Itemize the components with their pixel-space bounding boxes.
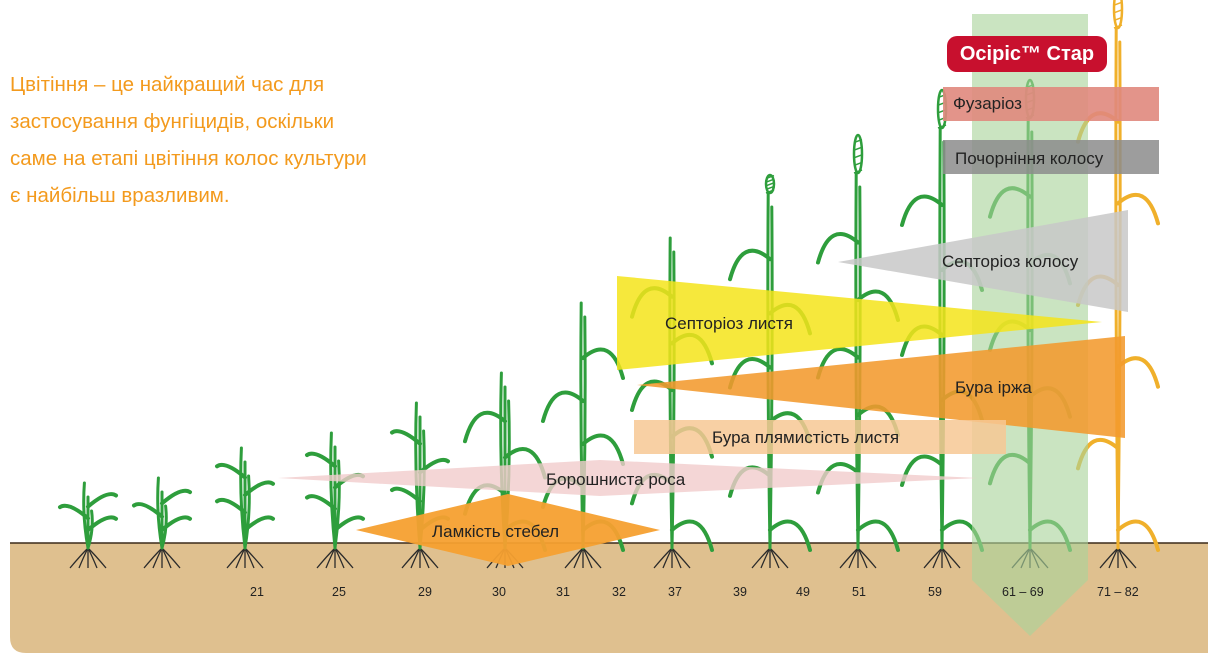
leaf-septoria-wedge [617,276,1102,370]
stage-label: 59 [928,585,942,599]
stage-label: 37 [668,585,682,599]
fusarium-label: Фузаріоз [953,94,1022,113]
stage-label: 21 [250,585,264,599]
headline-line-4: є найбільш вразливим. [10,184,230,207]
stage-label: 49 [796,585,810,599]
brown-rust-label: Бура іржа [955,378,1032,397]
brown-rust-wedge [637,336,1125,438]
stage-label: 31 [556,585,570,599]
ear-blackening-label: Почорніння колосу [955,149,1104,168]
headline-line-3: саме на етапі цвітіння колос культури [10,147,367,170]
stem-break-diamond [356,494,660,566]
product-badge: Осіріс™ Стар [947,36,1107,72]
ear-septoria-label: Септоріоз колосу [942,252,1079,271]
fusarium-bar [943,87,1159,121]
stage-label: 61 – 69 [1002,585,1044,599]
ear-blackening-bar [943,140,1159,174]
stage-label: 71 – 82 [1097,585,1139,599]
stage-label: 29 [418,585,432,599]
stage-label: 25 [332,585,346,599]
headline-line-2: застосування фунгіцидів, оскільки [10,110,335,133]
stage-label: 39 [733,585,747,599]
wheat-plant [58,481,118,569]
tan-spot-label: Бура плямистість листя [712,428,900,447]
stage-label: 32 [612,585,626,599]
tan-spot-bar [634,420,1006,454]
headline-line-1: Цвітіння – це найкращий час для [10,73,325,96]
powdery-mildew-label: Борошниста роса [546,470,686,489]
wheat-plant [816,133,900,569]
stem-break-label: Ламкість стебел [432,522,560,541]
stage-label: 51 [852,585,866,599]
wheat-plant [132,476,192,569]
soil-band [10,543,1208,653]
wheat-plant [215,446,275,569]
stage-label: 30 [492,585,506,599]
leaf-septoria-label: Септоріоз листя [665,314,793,333]
powdery-mildew-wedge [278,460,978,496]
headline-text: Цвітіння – це найкращий час для застосув… [10,66,480,214]
ear-septoria-wedge [838,210,1128,312]
